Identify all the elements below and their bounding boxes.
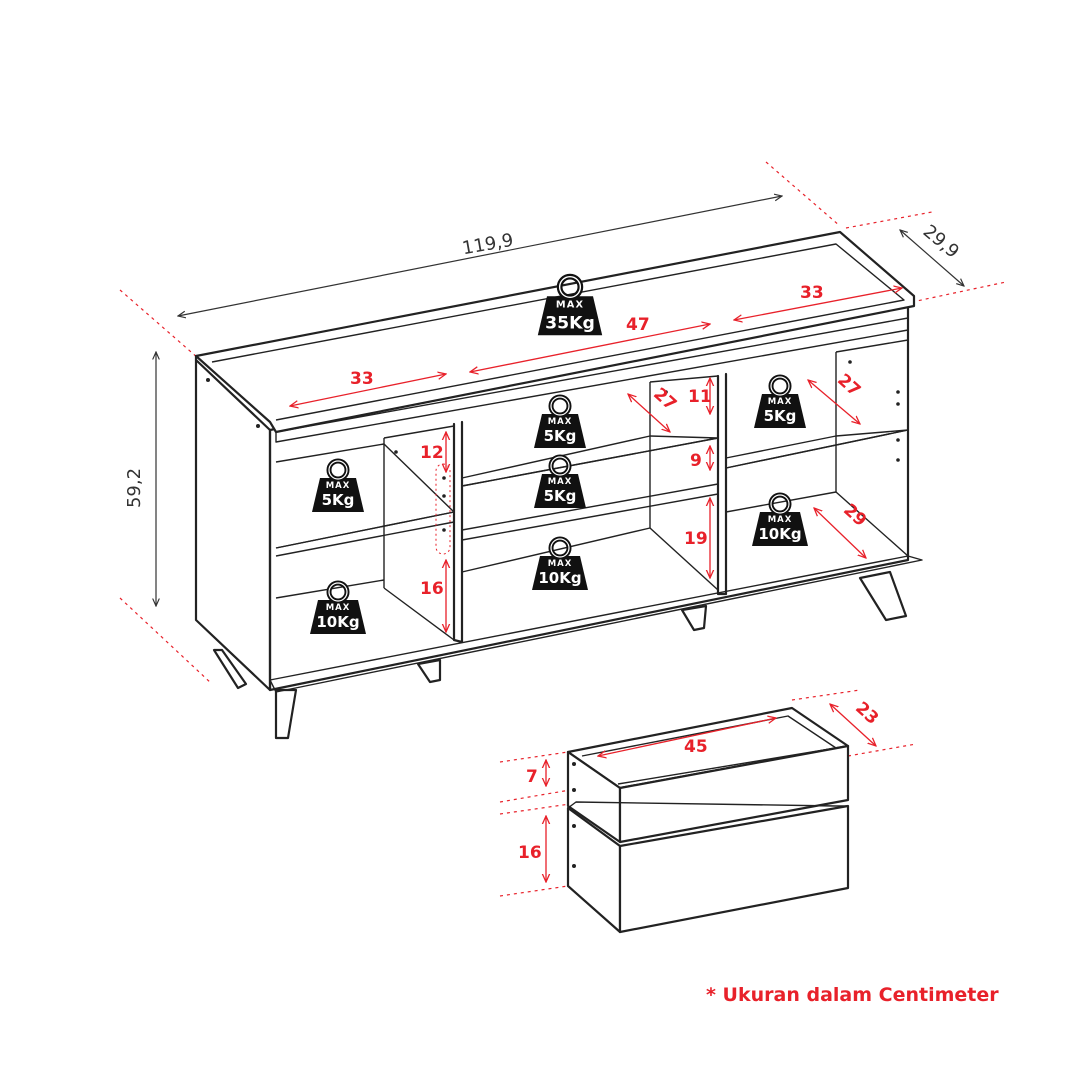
extension-lines xyxy=(119,161,1007,897)
svg-text:35Kg: 35Kg xyxy=(545,313,595,333)
overall-depth-label: 29,9 xyxy=(919,221,963,263)
weight-icon-right-upper: MAX 5Kg xyxy=(754,374,806,428)
center-lower-height-label: 19 xyxy=(684,529,708,549)
leg-center-back xyxy=(680,604,708,632)
weight-icon-center-upper: MAX 5Kg xyxy=(534,394,586,448)
drawer-width-label: 45 xyxy=(684,737,708,757)
left-top-width-label: 33 xyxy=(350,369,374,389)
weight-icon-center-middle: MAX 5Kg xyxy=(534,454,586,508)
svg-text:10Kg: 10Kg xyxy=(538,569,581,587)
svg-text:MAX: MAX xyxy=(768,397,793,407)
units-note: * Ukuran dalam Centimeter xyxy=(706,984,999,1006)
drawer-small-front xyxy=(618,744,850,844)
right-upper-depth-label: 27 xyxy=(833,370,864,401)
svg-text:MAX: MAX xyxy=(326,603,351,613)
drawers xyxy=(566,706,850,934)
center-upper-depth-label: 27 xyxy=(649,384,680,415)
svg-text:MAX: MAX xyxy=(548,477,573,487)
center-upper-height-label: 11 xyxy=(688,387,712,407)
right-lower-depth-label: 29 xyxy=(839,500,870,531)
dimension-arrows xyxy=(156,196,964,882)
svg-text:5Kg: 5Kg xyxy=(322,491,355,509)
svg-text:MAX: MAX xyxy=(326,481,351,491)
svg-text:MAX: MAX xyxy=(548,559,573,569)
svg-text:MAX: MAX xyxy=(548,417,573,427)
leg-front-left xyxy=(274,688,298,740)
svg-text:5Kg: 5Kg xyxy=(544,427,577,445)
left-upper-height-label: 12 xyxy=(420,443,444,463)
weight-icon-left-upper: MAX 5Kg xyxy=(312,458,364,512)
right-top-width-label: 33 xyxy=(800,283,824,303)
leg-front-right xyxy=(858,570,908,622)
drawer-large-front xyxy=(618,804,850,934)
svg-text:5Kg: 5Kg xyxy=(764,407,797,425)
drawer-large-height-label: 16 xyxy=(518,843,542,863)
leg-center-front xyxy=(416,658,442,684)
center-width-label: 47 xyxy=(626,315,650,335)
overall-width-label: 119,9 xyxy=(461,230,515,260)
drawer-small-height-label: 7 xyxy=(526,767,538,787)
weight-icon-left-lower: MAX 10Kg xyxy=(310,580,366,634)
svg-text:MAX: MAX xyxy=(768,515,793,525)
overall-height-label: 59,2 xyxy=(124,468,145,508)
center-middle-height-label: 9 xyxy=(690,451,702,471)
weight-icon-right-lower: MAX 10Kg xyxy=(752,492,808,546)
weight-icon-center-lower: MAX 10Kg xyxy=(532,536,588,590)
weight-icon-top: MAX 35Kg xyxy=(537,273,603,336)
svg-text:MAX: MAX xyxy=(556,300,584,311)
svg-text:10Kg: 10Kg xyxy=(758,525,801,543)
drawer-depth-label: 23 xyxy=(851,698,882,729)
svg-text:5Kg: 5Kg xyxy=(544,487,577,505)
leg-back-left xyxy=(212,648,248,690)
left-lower-height-label: 16 xyxy=(420,579,444,599)
svg-text:10Kg: 10Kg xyxy=(316,613,359,631)
